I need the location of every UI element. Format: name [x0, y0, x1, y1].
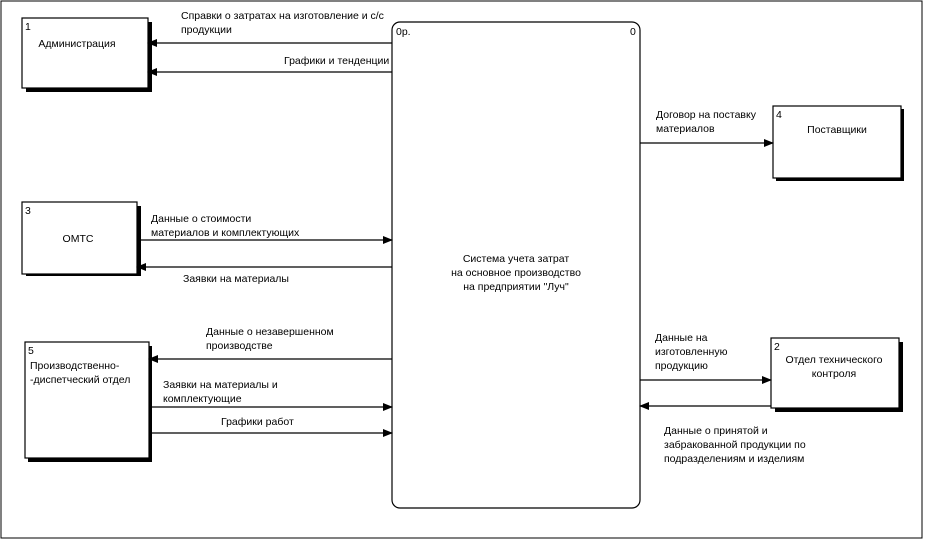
flow-label-line-1: Данные на	[655, 332, 708, 344]
entity-quality-control[interactable]: 2 Отдел технического контроля	[770, 337, 903, 412]
flow-label: Графики работ	[221, 416, 294, 428]
flow-material-requests[interactable]: Заявки на материалы	[136, 263, 392, 285]
entity-label: Администрация	[38, 38, 115, 50]
entity-number: 5	[28, 345, 34, 357]
flow-manufactured-products[interactable]: Данные на изготовленную продукцию	[640, 332, 772, 384]
flow-label-line-2: комплектующие	[163, 393, 242, 405]
entity-label: Поставщики	[807, 124, 867, 136]
flow-label-line-2: материалов	[656, 123, 715, 135]
process-title-line-3: на предприятии "Луч"	[463, 281, 569, 293]
entity-number: 3	[25, 205, 31, 217]
entity-label-line-1: Производственно-	[30, 360, 120, 372]
flow-label-line-1: Заявки на материалы и	[163, 379, 278, 391]
flow-label-line-1: Данные о незавершенном	[206, 326, 334, 338]
flow-parts-requests[interactable]: Заявки на материалы и комплектующие	[149, 379, 393, 411]
flow-label-line-2: забракованной продукции по	[664, 439, 806, 451]
flow-label: Графики и тенденции	[284, 55, 389, 67]
entity-production-dispatch[interactable]: 5 Производственно- -диспетческий отдел	[24, 341, 152, 462]
flow-label-line-2: материалов и комплектующих	[151, 227, 300, 239]
flow-wip-data[interactable]: Данные о незавершенном производстве	[148, 326, 392, 363]
flow-label: Заявки на материалы	[183, 273, 289, 285]
entity-label-line-2: -диспетческий отдел	[30, 374, 130, 386]
flow-label-line-3: подразделениям и изделиям	[664, 453, 804, 465]
entity-label: ОМТС	[63, 233, 94, 245]
entity-label-line-1: Отдел технического	[785, 354, 882, 366]
flow-work-schedules[interactable]: Графики работ	[149, 416, 393, 437]
flow-label-line-1: Договор на поставку	[656, 109, 757, 121]
entity-omts[interactable]: 3 ОМТС	[21, 201, 141, 276]
flow-accepted-rejected[interactable]: Данные о принятой и забракованной продук…	[639, 402, 806, 465]
entity-label-line-2: контроля	[812, 368, 856, 380]
process-corner-label: 0р.	[396, 26, 411, 38]
flow-label-line-2: производстве	[206, 340, 273, 352]
flow-charts-trends[interactable]: Графики и тенденции	[147, 55, 392, 76]
entity-administration[interactable]: 1 Администрация	[21, 17, 152, 92]
flow-material-cost[interactable]: Данные о стоимости материалов и комплект…	[137, 213, 393, 244]
flow-cost-reports[interactable]: Справки о затратах на изготовление и с/с…	[147, 10, 392, 47]
flow-label-line-2: изготовленную	[655, 346, 728, 358]
process-number: 0	[630, 26, 636, 38]
flow-label-line-1: Данные о принятой и	[664, 425, 768, 437]
process-title-line-2: на основное производство	[451, 267, 581, 279]
entity-suppliers[interactable]: 4 Поставщики	[772, 105, 904, 181]
flow-label-line-3: продукцию	[655, 360, 708, 372]
process-box[interactable]: 0р. 0 Система учета затрат на основное п…	[391, 21, 641, 509]
flow-label-line-2: продукции	[181, 24, 232, 36]
entity-number: 4	[776, 109, 782, 121]
entity-number: 2	[774, 341, 780, 353]
flow-label-line-1: Данные о стоимости	[151, 213, 251, 225]
process-title-line-1: Система учета затрат	[463, 253, 570, 265]
diagram-frame	[0, 0, 923, 539]
entity-number: 1	[25, 21, 31, 33]
flow-label-line-1: Справки о затратах на изготовление и с/с	[181, 10, 384, 22]
flow-supply-contract[interactable]: Договор на поставку материалов	[640, 109, 774, 147]
